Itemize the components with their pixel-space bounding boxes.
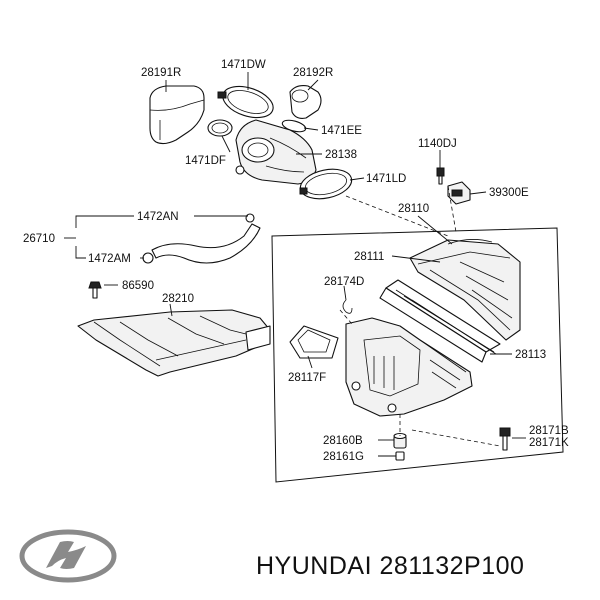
part-cover-28110 <box>409 239 521 341</box>
part-screw-86590 <box>88 281 102 299</box>
label-28117F: 28117F <box>288 372 326 384</box>
label-1472AN: 1472AN <box>137 211 179 223</box>
part-clamp-1471DW <box>217 85 274 119</box>
label-28174D: 28174D <box>324 276 364 288</box>
part-gasket-28117F <box>289 325 339 359</box>
part-breather-hose-26710 <box>142 213 261 264</box>
part-bolt-1140DJ <box>436 167 445 185</box>
part-clamp-1471DF <box>207 119 233 137</box>
label-28111: 28111 <box>354 251 384 263</box>
label-28171K: 28171K <box>529 437 569 449</box>
part-bushing-28160B <box>393 432 407 449</box>
label-26710: 26710 <box>23 233 55 245</box>
part-pipe-28174D <box>342 299 353 314</box>
label-86590: 86590 <box>122 280 154 292</box>
label-1471LD: 1471LD <box>366 173 406 185</box>
part-bolt-28171B <box>499 427 511 451</box>
part-intake-duct-28138 <box>235 119 317 185</box>
label-28110: 28110 <box>398 203 429 215</box>
label-1472AM: 1472AM <box>88 253 131 265</box>
label-28210: 28210 <box>162 293 194 305</box>
label-1140DJ: 1140DJ <box>418 138 457 150</box>
part-resonator-28192R <box>289 85 322 119</box>
label-28191R: 28191R <box>141 67 181 79</box>
part-labels: 28191R 1471DW 28192R 1471EE 1471DF 28138… <box>23 59 569 463</box>
label-28160B: 28160B <box>323 435 363 447</box>
part-clamp-1471LD <box>299 168 353 200</box>
label-28161G: 28161G <box>323 451 364 463</box>
part-filter-element-28113 <box>379 279 501 363</box>
label-1471DW: 1471DW <box>221 59 266 71</box>
label-28192R: 28192R <box>293 67 333 79</box>
part-lower-case <box>345 317 473 417</box>
brand-title: HYUNDAI 281132P100 <box>256 552 525 580</box>
airbox-frame <box>271 227 564 483</box>
label-1471EE: 1471EE <box>321 125 362 137</box>
part-resonator-28191R <box>149 85 205 145</box>
assembly-dashed-lines <box>339 185 501 447</box>
part-duct-28210 <box>77 309 271 377</box>
label-39300E: 39300E <box>489 187 529 199</box>
label-1471DF: 1471DF <box>185 155 226 167</box>
label-28171B: 28171B <box>529 425 569 437</box>
label-28113: 28113 <box>515 349 546 361</box>
part-sensor-39300E <box>447 181 471 205</box>
hyundai-logo-icon <box>19 529 117 583</box>
label-28138: 28138 <box>325 149 357 161</box>
part-collar-28161G <box>395 451 405 461</box>
leader-lines <box>64 72 526 457</box>
